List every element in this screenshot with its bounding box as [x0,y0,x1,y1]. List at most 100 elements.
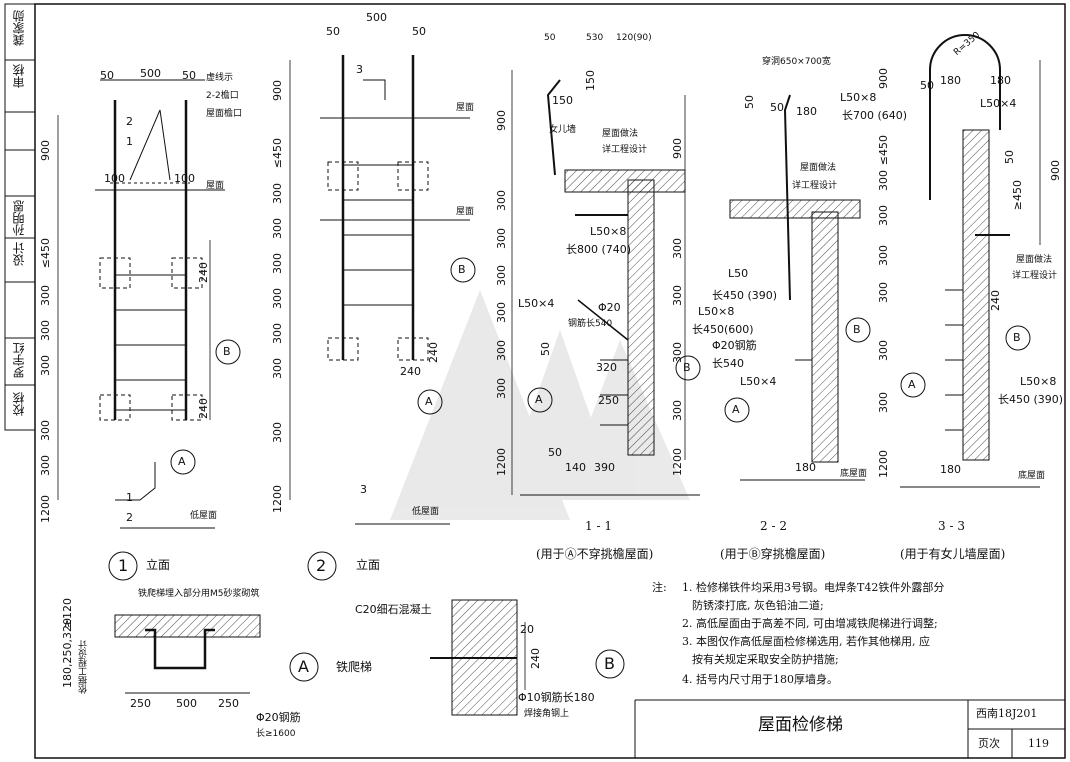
v1-dim-300a: 300 [39,285,52,306]
v2-dim-450: ≤450 [271,138,284,169]
s11-dim-300i: 300 [671,342,684,363]
s11-dim-50v: 50 [539,342,552,356]
v1-dim-100a: 100 [104,172,125,185]
s33-dim-300f: 300 [877,392,890,413]
s22-dim-180b: 180 [795,461,816,474]
s33-roof-note2: 详工程设计 [1012,271,1058,281]
dA-title: 铁爬梯 [336,660,373,674]
v1-dim-300e: 300 [39,455,52,476]
check-label: 校核 [12,392,26,416]
s11-dim-250: 250 [598,394,619,407]
v1-dim-50a: 50 [100,69,114,82]
v1-note3: 屋面檐口 [206,109,243,119]
s33-dim-450b: ≥450 [1011,180,1024,211]
s33-usage: (用于有女儿墙屋面) [900,547,1006,561]
mid-len450b: 长450(600) [692,323,754,336]
v2-num-3b: 3 [360,483,367,496]
v1-marker-a: A [178,455,186,468]
view-1-elevation [57,79,241,581]
mid-len540: 长540 [712,357,744,370]
v2-marker-b: B [458,263,466,276]
s22-usage: (用于Ⓑ穿挑檐屋面) [720,547,826,561]
s33-dim-50: 50 [920,79,934,92]
s11-dim-140: 140 [565,461,586,474]
s33-dim-300c: 300 [877,245,890,266]
designer-name: 孙明恩 [12,200,26,236]
v2-dim-300c: 300 [271,253,284,274]
dA-steel: Φ20钢筋 [256,711,301,724]
section-2-2 [724,94,871,481]
s22-title: 2 - 2 [760,519,787,533]
s11-dim-300a: 300 [495,190,508,211]
dA-marker: A [298,657,309,676]
s33-l50x4: L50×4 [980,97,1017,110]
s33-dim-900: 900 [877,68,890,89]
page-label: 页次 [978,737,1000,750]
dB-marker: B [604,654,615,673]
v1-high-roof: 屋面 [206,181,225,191]
s22-low-roof: 底屋面 [840,469,868,479]
s11-len540: 钢筋长540 [568,319,613,329]
v1-view-title: 立面 [146,558,171,572]
v1-dim-300d: 300 [39,420,52,441]
watermark [390,290,690,520]
dB-dim-240: 240 [529,648,542,669]
s11-dim-150b: 150 [552,94,573,107]
dA-wall-label: 依据工程设计 [79,640,89,694]
dA-dim-250b: 250 [218,697,239,710]
s33-len700: 长700 (640) [842,109,908,122]
v2-dim-300d: 300 [271,288,284,309]
section-3-3 [900,34,1041,488]
v2-dim-300a: 300 [271,183,284,204]
v2-dim-50a: 50 [326,25,340,38]
review-label: 审核 [12,64,26,88]
note-2: 2. 高低屋面由于高差不同, 可由增减铁爬梯进行调整; [682,617,938,630]
s11-dim-50b: 50 [548,446,562,459]
s22-marker-b: B [853,323,861,336]
s33-dim-300b: 300 [877,205,890,226]
s22-dim-50: 50 [743,95,756,109]
s11-roof-note1: 屋面做法 [602,129,639,139]
v1-dim-300c: 300 [39,355,52,376]
v2-dim-300e: 300 [271,323,284,344]
dB-bar: Φ10钢筋长180 [518,691,595,704]
v1-dim-300b: 300 [39,320,52,341]
s33-dim-300a: 300 [877,170,890,191]
s11-dim-300f: 300 [495,378,508,399]
section-1-1 [511,70,701,496]
notes-head: 注: [652,581,667,594]
s33-dim-180a: 180 [940,74,961,87]
v1-note1: 虚线示 [206,73,234,83]
s33-dim-1200: 1200 [877,450,890,478]
dB-dim-20: 20 [520,623,534,636]
v1-num-1: 1 [126,135,133,148]
dA-dim-250a: 250 [130,697,151,710]
view-2-elevation [289,55,476,581]
s11-marker-b: B [683,361,691,374]
s11-dim-300g: 300 [671,238,684,259]
v2-high-roof-2: 屋面 [456,207,475,217]
s11-dim-300c: 300 [495,265,508,286]
note-4: 4. 括号内尺寸用于180厚墙身。 [682,673,838,686]
dA-steel-len: 长≥1600 [256,729,296,739]
v2-dim-300g: 300 [271,422,284,443]
s11-roof-note2: 详工程设计 [602,145,648,155]
v2-view-title: 立面 [356,558,381,572]
title-block [634,699,1065,758]
s22-roof-note2: 详工程设计 [792,181,838,191]
v1-note2: 2-2檐口 [206,91,239,101]
s33-marker-a: A [908,378,916,391]
s11-l50x4: L50×4 [518,297,555,310]
v1-num-2: 2 [126,115,133,128]
s33-marker-b: B [1013,331,1021,344]
mid-l50: L50 [728,267,749,280]
v1-dim-450: ≤450 [39,238,52,269]
s11-dim-120: 120(90) [616,33,652,43]
v2-dim-300f: 300 [271,358,284,379]
v1-dim-240a: 240 [197,262,210,283]
detail-b [430,599,625,716]
v1-dim-100b: 100 [174,172,195,185]
s11-dim-300d: 300 [495,302,508,323]
s11-parapet: 女儿墙 [549,125,577,135]
v2-dim-240a: 240 [427,342,440,363]
